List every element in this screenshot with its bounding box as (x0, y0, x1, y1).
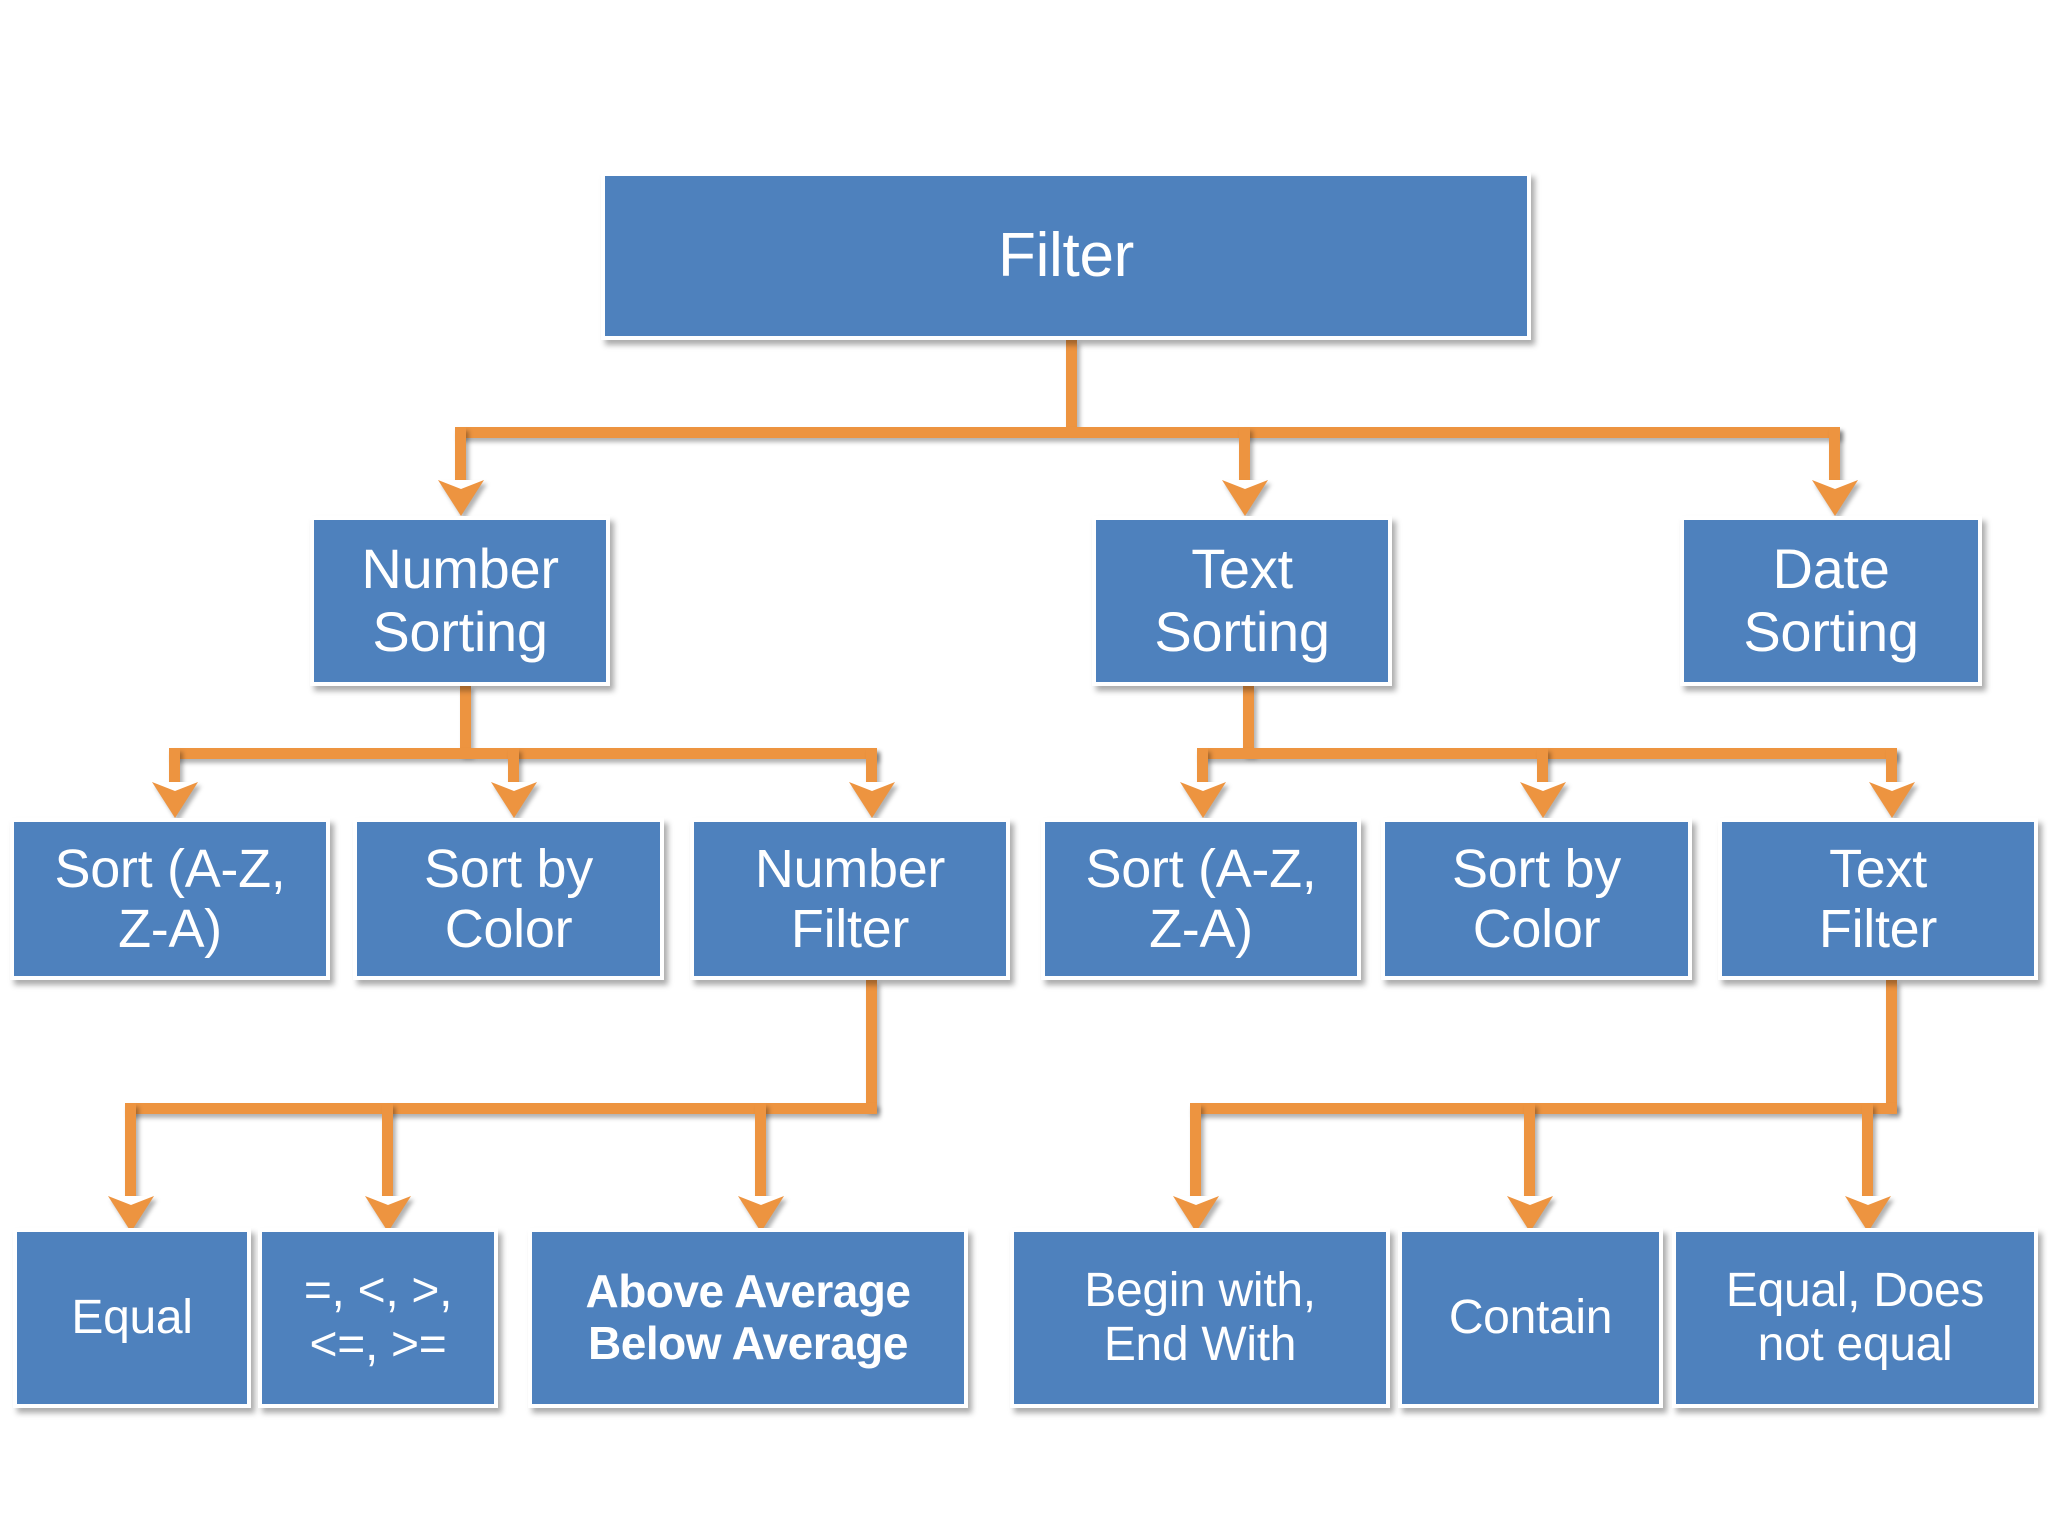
connector-to-number-filter (866, 748, 877, 790)
arrowhead-text-sort-az (1180, 782, 1226, 818)
arrowhead-number-sort-color (491, 782, 537, 818)
connector-to-equal (125, 1103, 136, 1203)
node-text-filter[interactable]: Text Filter (1718, 818, 2038, 980)
connector-to-equal-not-equal (1862, 1103, 1873, 1203)
connector-to-contain (1524, 1103, 1535, 1203)
arrowhead-equal-not-equal (1845, 1196, 1891, 1232)
connector-root-stem (1066, 340, 1077, 430)
arrowhead-operators (365, 1196, 411, 1232)
connector-text-sorting-stem (1243, 685, 1254, 755)
connector-number-sorting-bus (169, 748, 877, 759)
arrowhead-number-sorting (438, 480, 484, 516)
connector-to-number-sorting (455, 427, 466, 489)
arrowhead-contain (1507, 1196, 1553, 1232)
arrowhead-text-sorting (1222, 480, 1268, 516)
arrowhead-number-filter (849, 782, 895, 818)
arrowhead-above-below-avg (738, 1196, 784, 1232)
connector-number-sorting-stem (460, 685, 471, 755)
arrowhead-text-filter (1869, 782, 1915, 818)
node-text-sort-az[interactable]: Sort (A-Z, Z-A) (1041, 818, 1361, 980)
connector-to-text-filter (1886, 748, 1897, 790)
connector-to-text-sort-color (1537, 748, 1548, 790)
connector-to-number-sort-az (169, 748, 180, 790)
node-date-sorting[interactable]: Date Sorting (1680, 516, 1982, 686)
connector-to-above-below-avg (755, 1103, 766, 1203)
arrowhead-text-sort-color (1520, 782, 1566, 818)
node-number-sort-az[interactable]: Sort (A-Z, Z-A) (10, 818, 330, 980)
node-operators[interactable]: =, <, >, <=, >= (258, 1228, 498, 1408)
node-number-sorting[interactable]: Number Sorting (310, 516, 610, 686)
connector-to-text-sorting (1239, 427, 1250, 489)
node-above-below-average[interactable]: Above Average Below Average (528, 1228, 968, 1408)
connector-root-bus (455, 427, 1840, 438)
arrowhead-equal (108, 1196, 154, 1232)
connector-number-filter-stem (866, 980, 877, 1110)
connector-to-begin-end-with (1190, 1103, 1201, 1203)
arrowhead-begin-end-with (1173, 1196, 1219, 1232)
node-contain[interactable]: Contain (1398, 1228, 1663, 1408)
node-equal-not-equal[interactable]: Equal, Does not equal (1672, 1228, 2038, 1408)
node-begin-end-with[interactable]: Begin with, End With (1010, 1228, 1390, 1408)
connector-text-filter-stem (1886, 980, 1897, 1110)
connector-to-number-sort-color (508, 748, 519, 790)
node-number-sort-color[interactable]: Sort by Color (353, 818, 664, 980)
node-number-filter[interactable]: Number Filter (690, 818, 1010, 980)
node-filter[interactable]: Filter (601, 172, 1531, 340)
arrowhead-date-sorting (1812, 480, 1858, 516)
node-equal[interactable]: Equal (13, 1228, 251, 1408)
connector-to-text-sort-az (1197, 748, 1208, 790)
connector-number-filter-bus (125, 1103, 877, 1114)
connector-to-date-sorting (1829, 427, 1840, 489)
node-text-sorting[interactable]: Text Sorting (1092, 516, 1392, 686)
arrowhead-number-sort-az (152, 782, 198, 818)
connector-to-operators (382, 1103, 393, 1203)
connector-text-filter-bus (1190, 1103, 1897, 1114)
node-text-sort-color[interactable]: Sort by Color (1381, 818, 1692, 980)
